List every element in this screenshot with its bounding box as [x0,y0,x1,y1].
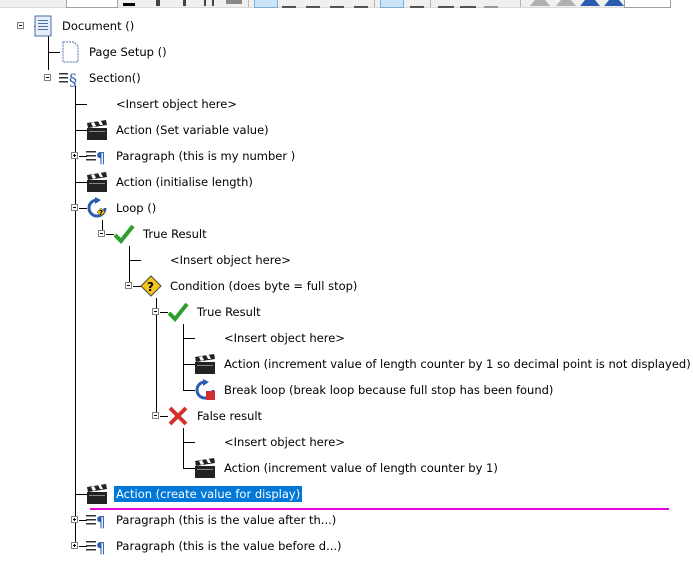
break-loop-icon [194,379,216,401]
align-center-icon[interactable] [282,0,296,8]
svg-text:?: ? [99,209,103,217]
insert-placeholder[interactable]: <Insert object here> [168,248,293,272]
italic-icon[interactable] [178,0,192,6]
tree-node-condition[interactable]: ? Condition (does byte = full stop) [140,274,359,298]
drop-indicator-line [90,508,669,510]
tree-node-action-selected[interactable]: Action (create value for display) [86,482,303,506]
checkmark-icon [113,223,135,245]
tree-node-true-result[interactable]: True Result [167,300,263,324]
tree-node-label: Paragraph (this is my number ) [116,149,296,163]
collapse-toggle-section[interactable] [44,74,51,81]
collapse-toggle-loop[interactable] [71,204,78,211]
underline-icon[interactable] [202,0,216,6]
tree-node-true-result[interactable]: True Result [113,222,209,246]
clapperboard-icon [86,119,108,141]
outdent-icon[interactable] [484,0,498,8]
cross-icon [167,405,189,427]
tree-node-label: Section() [89,71,141,85]
paragraph-icon: ¶ [86,145,108,167]
document-icon [32,15,54,37]
page-icon [59,41,81,63]
align-right-icon[interactable] [306,0,320,8]
tree-node-paragraph[interactable]: ¶ Paragraph (this is my number ) [86,144,297,168]
tree-node-label: False result [197,409,263,423]
tree-node-label: Action (increment value of length counte… [224,461,498,475]
tree-node-label: <Insert object here> [116,97,237,111]
ltr-icon[interactable] [380,0,404,8]
collapse-toggle-condition-true-result[interactable] [152,308,159,315]
expand-toggle-paragraph-before[interactable] [71,542,78,549]
clapperboard-icon [194,353,216,375]
tree-node-label: Paragraph (this is the value after th...… [116,513,337,527]
tree-node-label: Page Setup () [89,45,167,59]
collapse-toggle-document[interactable] [17,22,24,29]
font-color-icon[interactable] [122,0,136,6]
tree-node-action[interactable]: Action (increment value of length counte… [194,456,500,480]
svg-text:¶: ¶ [96,539,106,557]
tree-node-label: True Result [143,227,207,241]
svg-text:¶: ¶ [96,513,106,531]
tree-node-label: <Insert object here> [224,435,345,449]
paragraph-icon: ¶ [86,509,108,531]
rtl-icon[interactable] [410,0,424,8]
bold-icon[interactable] [152,0,166,6]
insert-placeholder[interactable]: <Insert object here> [222,430,347,454]
insert-placeholder[interactable]: <Insert object here> [114,92,239,116]
clapperboard-icon [86,483,108,505]
numbering-icon[interactable] [460,0,476,8]
document-tree: Document () Page Setup () § Section() <I… [17,14,691,558]
tree-node-label: Action (Set variable value) [116,123,269,137]
tree-node-paragraph[interactable]: ¶ Paragraph (this is the value before d.… [86,534,344,558]
tree-node-page-setup[interactable]: Page Setup () [59,40,169,64]
expand-toggle-paragraph-after[interactable] [71,516,78,523]
align-distribute-icon[interactable] [354,0,368,8]
condition-icon: ? [140,275,162,297]
checkmark-icon [167,301,189,323]
next-page-icon[interactable] [580,0,600,6]
tree-node-false-result[interactable]: False result [167,404,264,428]
bullets-icon[interactable] [438,0,454,8]
tree-node-label: <Insert object here> [170,253,291,267]
tree-node-section[interactable]: § Section() [59,66,143,90]
first-page-icon[interactable] [530,0,550,6]
tree-node-label: Break loop (break loop because full stop… [224,383,554,397]
tree-node-document[interactable]: Document () [32,14,136,38]
paragraph-icon: ¶ [86,535,108,557]
toolbar [0,0,671,8]
align-left-icon[interactable] [254,0,278,8]
tree-node-label: Paragraph (this is the value before d...… [116,539,342,553]
tree-node-label: Document () [62,19,135,33]
tree-node-label: <Insert object here> [224,331,345,345]
strikethrough-icon[interactable] [226,0,242,6]
collapse-toggle-true-result[interactable] [98,230,105,237]
tree-node-paragraph[interactable]: ¶ Paragraph (this is the value after th.… [86,508,338,532]
align-justify-icon[interactable] [330,0,344,8]
last-page-icon[interactable] [604,0,624,6]
font-size-dropdown[interactable] [66,0,118,8]
clapperboard-icon [194,457,216,479]
section-icon: § [59,67,81,89]
tree-node-break-loop[interactable]: Break loop (break loop because full stop… [194,378,555,402]
tree-node-label: Action (increment value of length counte… [224,357,691,371]
tree-node-label: Condition (does byte = full stop) [170,279,358,293]
expand-toggle-paragraph[interactable] [71,152,78,159]
tree-node-label: Loop () [116,201,157,215]
tree-node-action[interactable]: Action (Set variable value) [86,118,271,142]
svg-text:§: § [69,70,77,89]
clapperboard-icon [86,171,108,193]
loop-icon: ? [86,197,108,219]
tree-node-label: Action (initialise length) [116,175,253,189]
tree-node-loop[interactable]: ? Loop () [86,196,158,220]
svg-text:¶: ¶ [96,149,106,167]
tree-node-label: True Result [197,305,261,319]
page-number-field[interactable] [624,0,671,8]
svg-text:?: ? [147,280,154,294]
insert-placeholder[interactable]: <Insert object here> [222,326,347,350]
tree-node-label: Action (create value for display) [114,486,303,502]
tree-node-action[interactable]: Action (increment value of length counte… [194,352,693,376]
tree-node-action[interactable]: Action (initialise length) [86,170,255,194]
collapse-toggle-false-result[interactable] [152,412,159,419]
collapse-toggle-condition[interactable] [125,282,132,289]
previous-page-icon[interactable] [556,0,576,6]
